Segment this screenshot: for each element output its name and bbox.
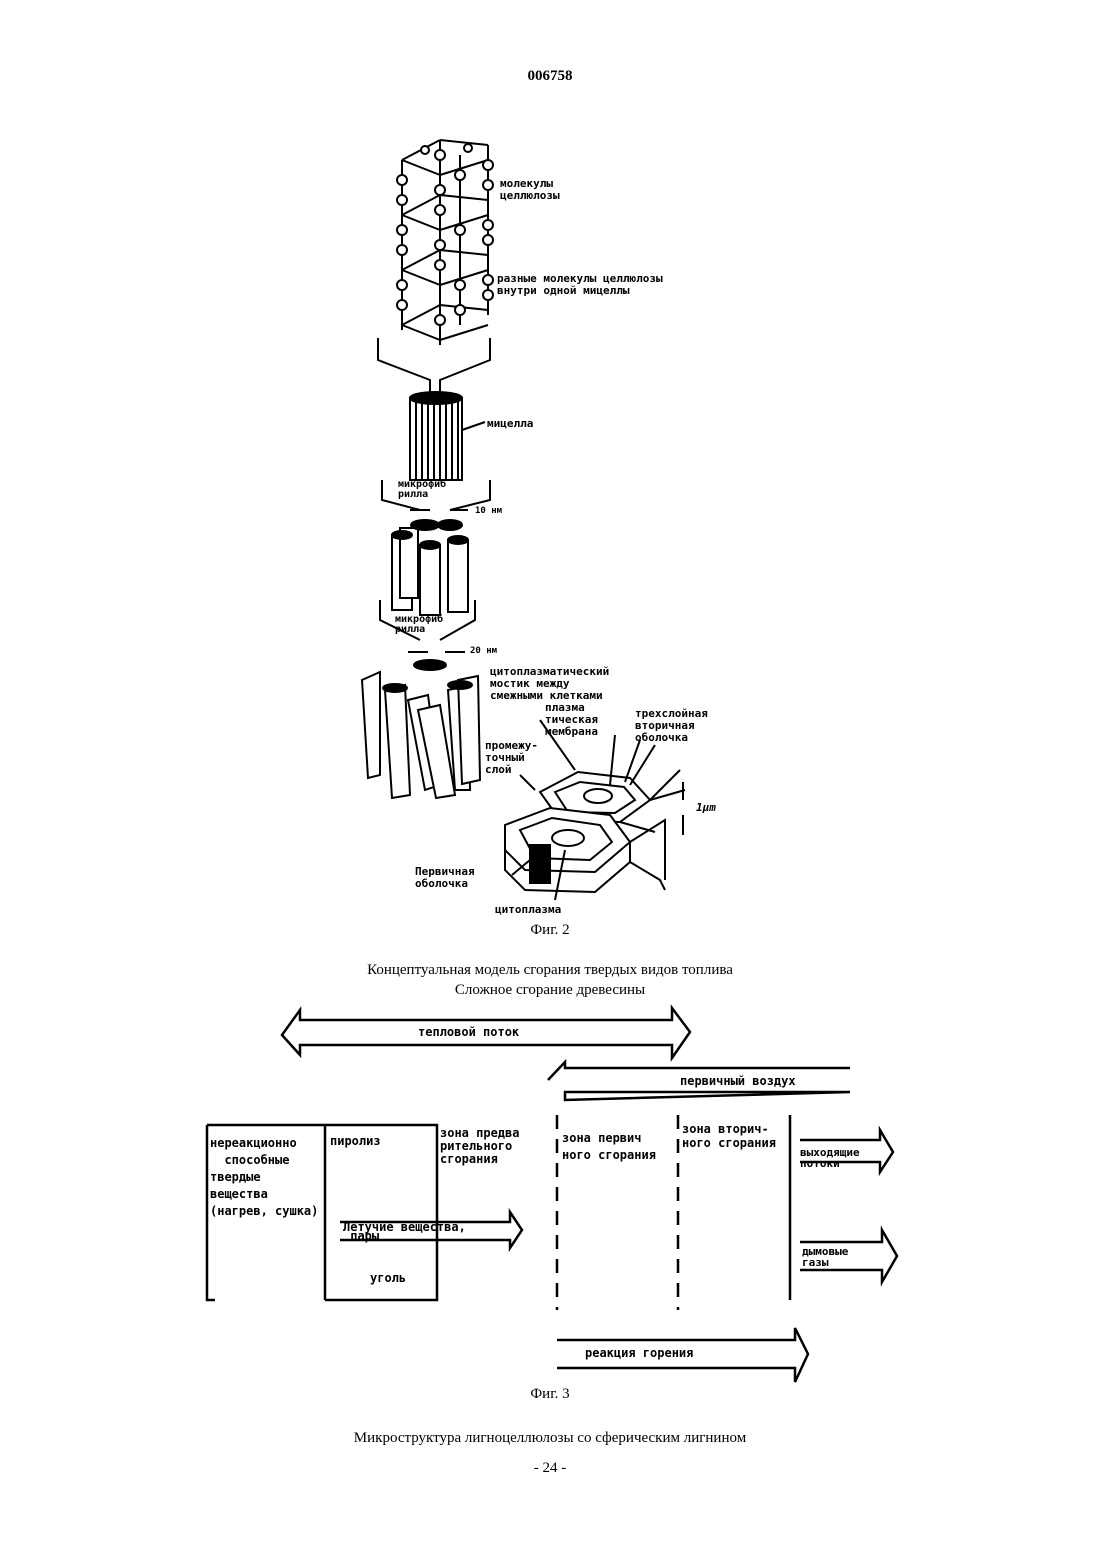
label-secondary-zone: зона вторич- ного сгорания [682, 1122, 776, 1150]
label-pyrolysis: пиролиз [330, 1135, 381, 1148]
next-section-title: Микроструктура лигноцеллюлозы со сфериче… [0, 1430, 1100, 1447]
label-unreactive: нереакционно способные твердые вещества … [210, 1135, 318, 1220]
label-primary-air: первичный воздух [680, 1075, 796, 1088]
label-heat-flow: тепловой поток [418, 1026, 519, 1039]
label-primary-zone: зона первич ного сгорания [562, 1130, 656, 1164]
fig3-caption: Фиг. 3 [0, 1386, 1100, 1403]
label-combustion-reaction: реакция горения [585, 1347, 693, 1360]
label-volatiles: Летучие вещества, пары [343, 1223, 466, 1241]
label-pre-combustion-zone: зона предва рительного сгорания [440, 1127, 519, 1166]
label-flue-gases: дымовые газы [802, 1246, 848, 1268]
label-outflows: выходящие потоки [800, 1147, 860, 1169]
page-number: - 24 - [0, 1460, 1100, 1477]
label-coal: уголь [370, 1272, 406, 1285]
